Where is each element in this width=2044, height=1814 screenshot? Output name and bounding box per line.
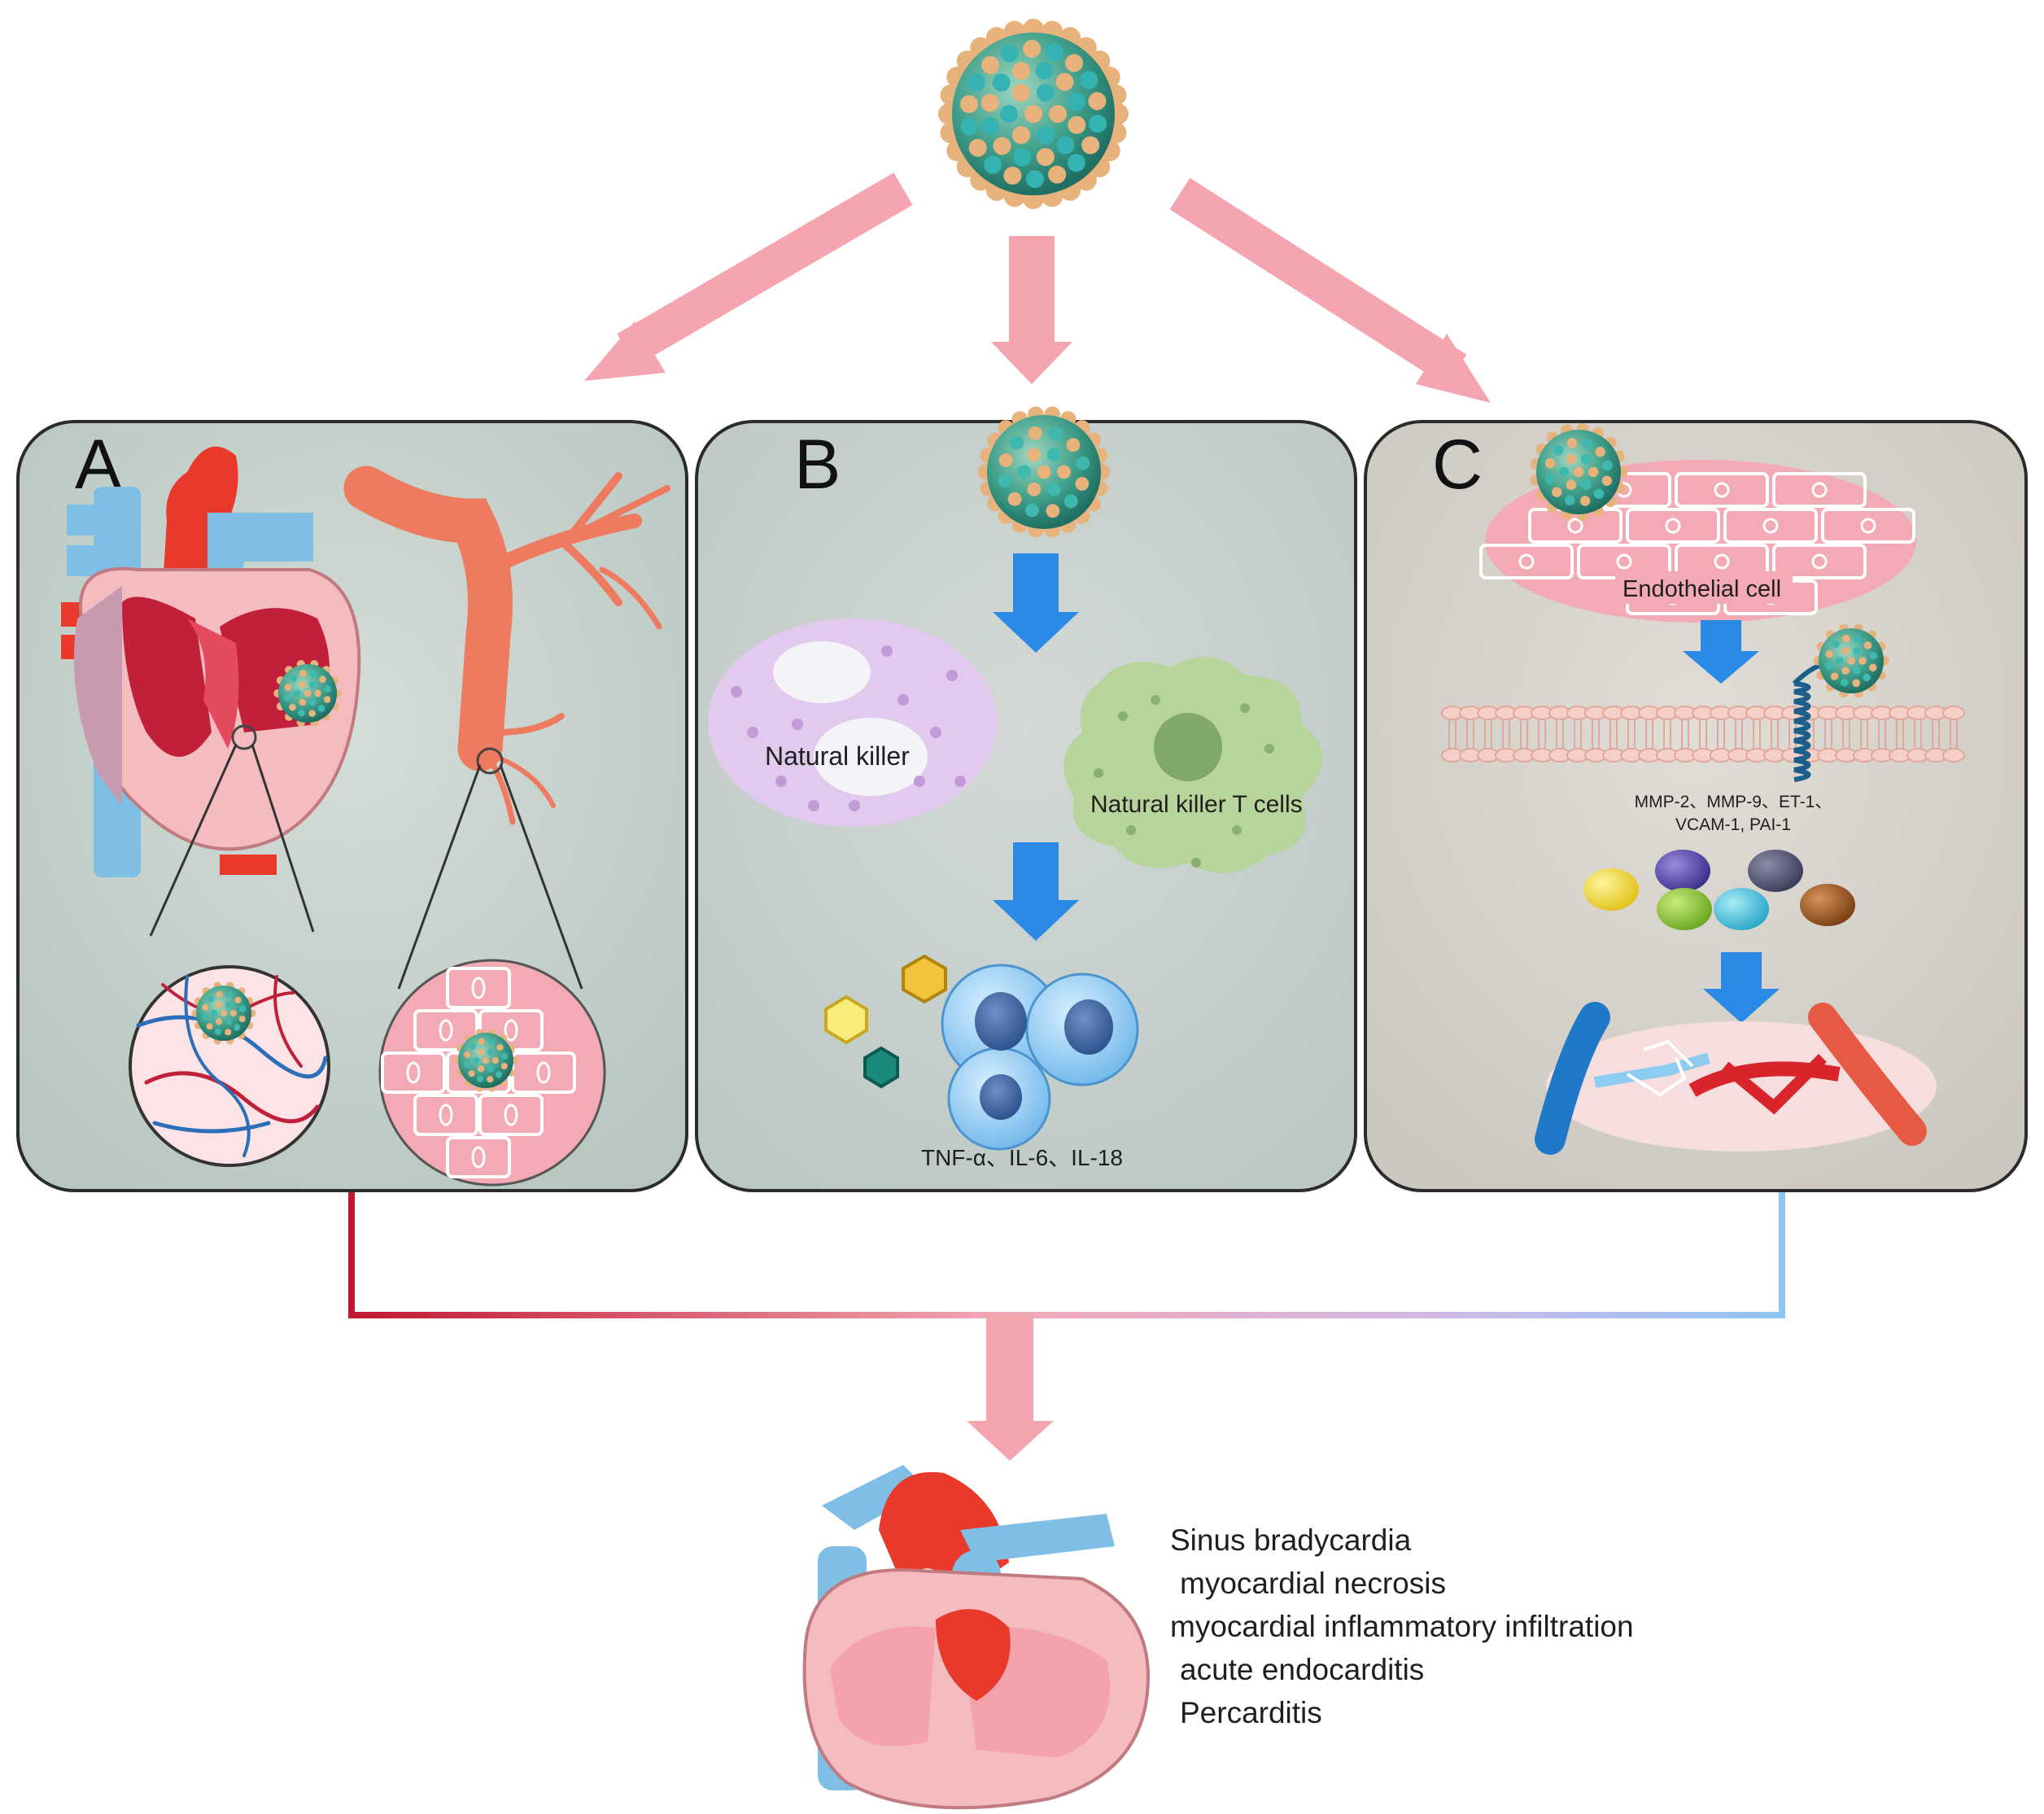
panel-a: A	[16, 420, 688, 1192]
panel-b: B Natural killer Natural killer T cells	[695, 406, 1357, 1192]
nk-label: Natural killer	[765, 741, 910, 771]
outcome-item: Percarditis	[1180, 1696, 1322, 1729]
arrow-to-panel-a	[584, 173, 913, 381]
blue-arrow-c1	[1683, 620, 1759, 684]
arrow-to-panel-c	[1169, 177, 1491, 403]
nkt-label: Natural killer T cells	[1090, 791, 1303, 818]
nkt-cell	[1063, 657, 1322, 873]
outcome-item: acute endocarditis	[1180, 1653, 1424, 1686]
virus-endothelium	[453, 1029, 518, 1092]
immune-cell-cluster	[941, 964, 1139, 1151]
outcome-item: myocardial necrosis	[1180, 1567, 1446, 1600]
markers-line-2: VCAM-1, PAI-1	[1675, 815, 1791, 834]
connector-line	[348, 1192, 1785, 1318]
heart-illustration-outcome	[802, 1465, 1150, 1810]
blue-arrow-c2	[1703, 952, 1780, 1023]
outcome-list: Sinus bradycardia myocardial necrosis my…	[1170, 1523, 1634, 1729]
virus-top	[938, 19, 1129, 209]
virus-myocardium	[191, 981, 256, 1045]
panel-c: C Endothelial cell MMP-2、MMP-9、ET-1、 VCA…	[1364, 420, 2028, 1192]
virus-panel-b	[977, 406, 1111, 538]
outcome-item: myocardial inflammatory infiltration	[1170, 1610, 1634, 1643]
virus-receptor	[1813, 623, 1889, 698]
biomarker-spheres	[1583, 850, 1855, 930]
blue-arrow-b1	[993, 553, 1079, 653]
damaged-vessel	[1535, 1002, 1937, 1155]
cytokines-label: TNF-α、IL-6、IL-18	[921, 1145, 1123, 1170]
vessel-tree	[343, 466, 670, 825]
cell-membrane	[1441, 706, 1965, 763]
panel-b-letter: B	[794, 426, 841, 504]
arrow-to-panel-b	[991, 236, 1072, 384]
heart-illustration-a	[61, 446, 361, 877]
natural-killer-cell	[708, 619, 998, 827]
cytokine-hexagons	[824, 954, 947, 1089]
panel-c-letter: C	[1432, 426, 1483, 504]
arrow-to-outcome	[967, 1315, 1054, 1461]
endothelial-label: Endothelial cell	[1623, 576, 1781, 602]
markers-line-1: MMP-2、MMP-9、ET-1、	[1635, 793, 1832, 811]
outcome-item: Sinus bradycardia	[1170, 1523, 1412, 1557]
virus-panel-c	[1530, 422, 1628, 522]
virus-heart-a	[273, 660, 342, 727]
blue-arrow-b2	[993, 842, 1079, 941]
